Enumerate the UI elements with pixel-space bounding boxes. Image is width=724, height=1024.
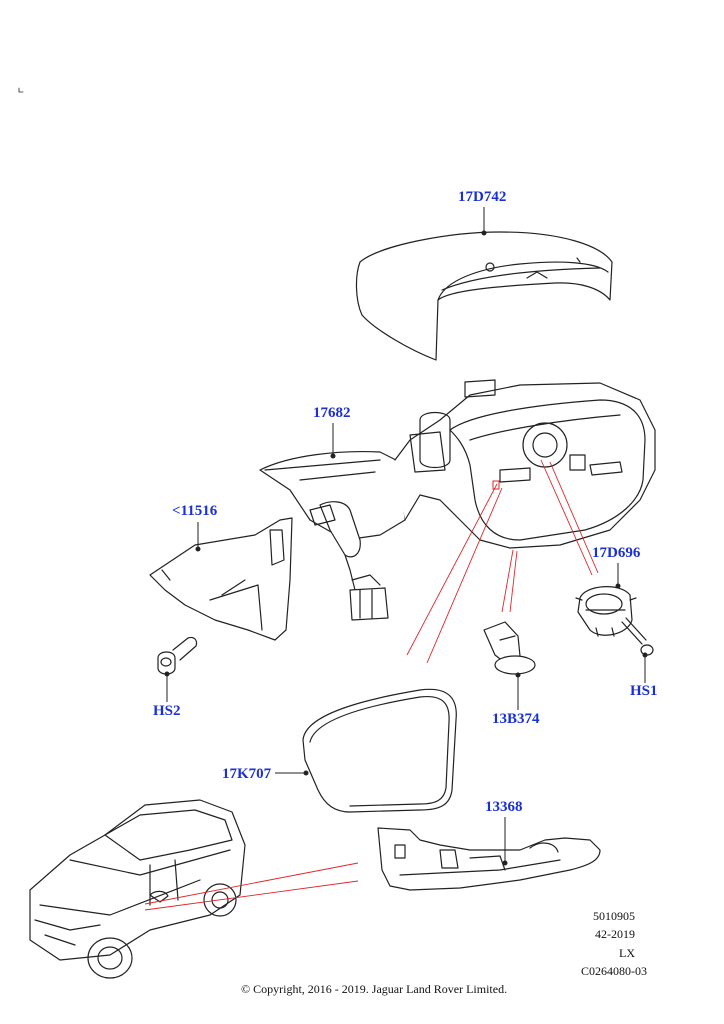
callout-17D742[interactable]: 17D742	[458, 189, 507, 205]
red-ref-line	[426, 487, 503, 664]
red-marker	[492, 480, 500, 490]
puddle-lamp-part	[483, 621, 536, 675]
leader-17K707	[275, 770, 309, 776]
mirror-glass-part	[302, 688, 457, 813]
screw-hs2-part	[157, 636, 198, 675]
mirror-housing-part	[259, 379, 656, 621]
red-ref-line	[540, 459, 593, 576]
turn-signal-part	[377, 827, 601, 891]
vehicle-locator-drawing	[29, 799, 246, 979]
reference-number: 5010905	[593, 909, 635, 923]
leader-17682	[330, 423, 336, 459]
callout-17D696[interactable]: 17D696	[592, 545, 641, 561]
reference-model: LX	[619, 946, 635, 960]
red-ref-line	[406, 483, 498, 656]
red-ref-line	[144, 880, 359, 911]
callout-17682[interactable]: 17682	[313, 405, 351, 421]
leader-17D742	[481, 207, 487, 236]
callout-13368[interactable]: 13368	[485, 799, 523, 815]
mirror-cap-part	[355, 231, 613, 361]
leader-HS1	[642, 652, 648, 683]
copyright-notice: © Copyright, 2016 - 2019. Jaguar Land Ro…	[241, 982, 508, 996]
corner-mark	[18, 87, 24, 93]
reference-date: 42-2019	[595, 927, 635, 941]
red-ref-line	[144, 862, 359, 905]
callout-HS1[interactable]: HS1	[630, 683, 658, 699]
callout-13B374[interactable]: 13B374	[492, 711, 540, 727]
callout-11516[interactable]: <11516	[172, 503, 218, 519]
red-ref-line	[549, 461, 599, 574]
leader-HS2	[164, 671, 170, 702]
leader-17D696	[615, 563, 621, 589]
leader-13B374	[515, 672, 521, 710]
red-ref-line	[501, 549, 514, 613]
callout-17K707[interactable]: 17K707	[222, 766, 272, 782]
leader-13368	[502, 817, 508, 866]
mirror-motor-part	[575, 586, 637, 637]
gasket-trim-part	[149, 517, 293, 641]
callout-HS2[interactable]: HS2	[153, 703, 181, 719]
reference-illustration-id: C0264080-03	[581, 964, 647, 978]
leader-11516	[195, 522, 201, 552]
red-ref-line	[509, 550, 518, 613]
